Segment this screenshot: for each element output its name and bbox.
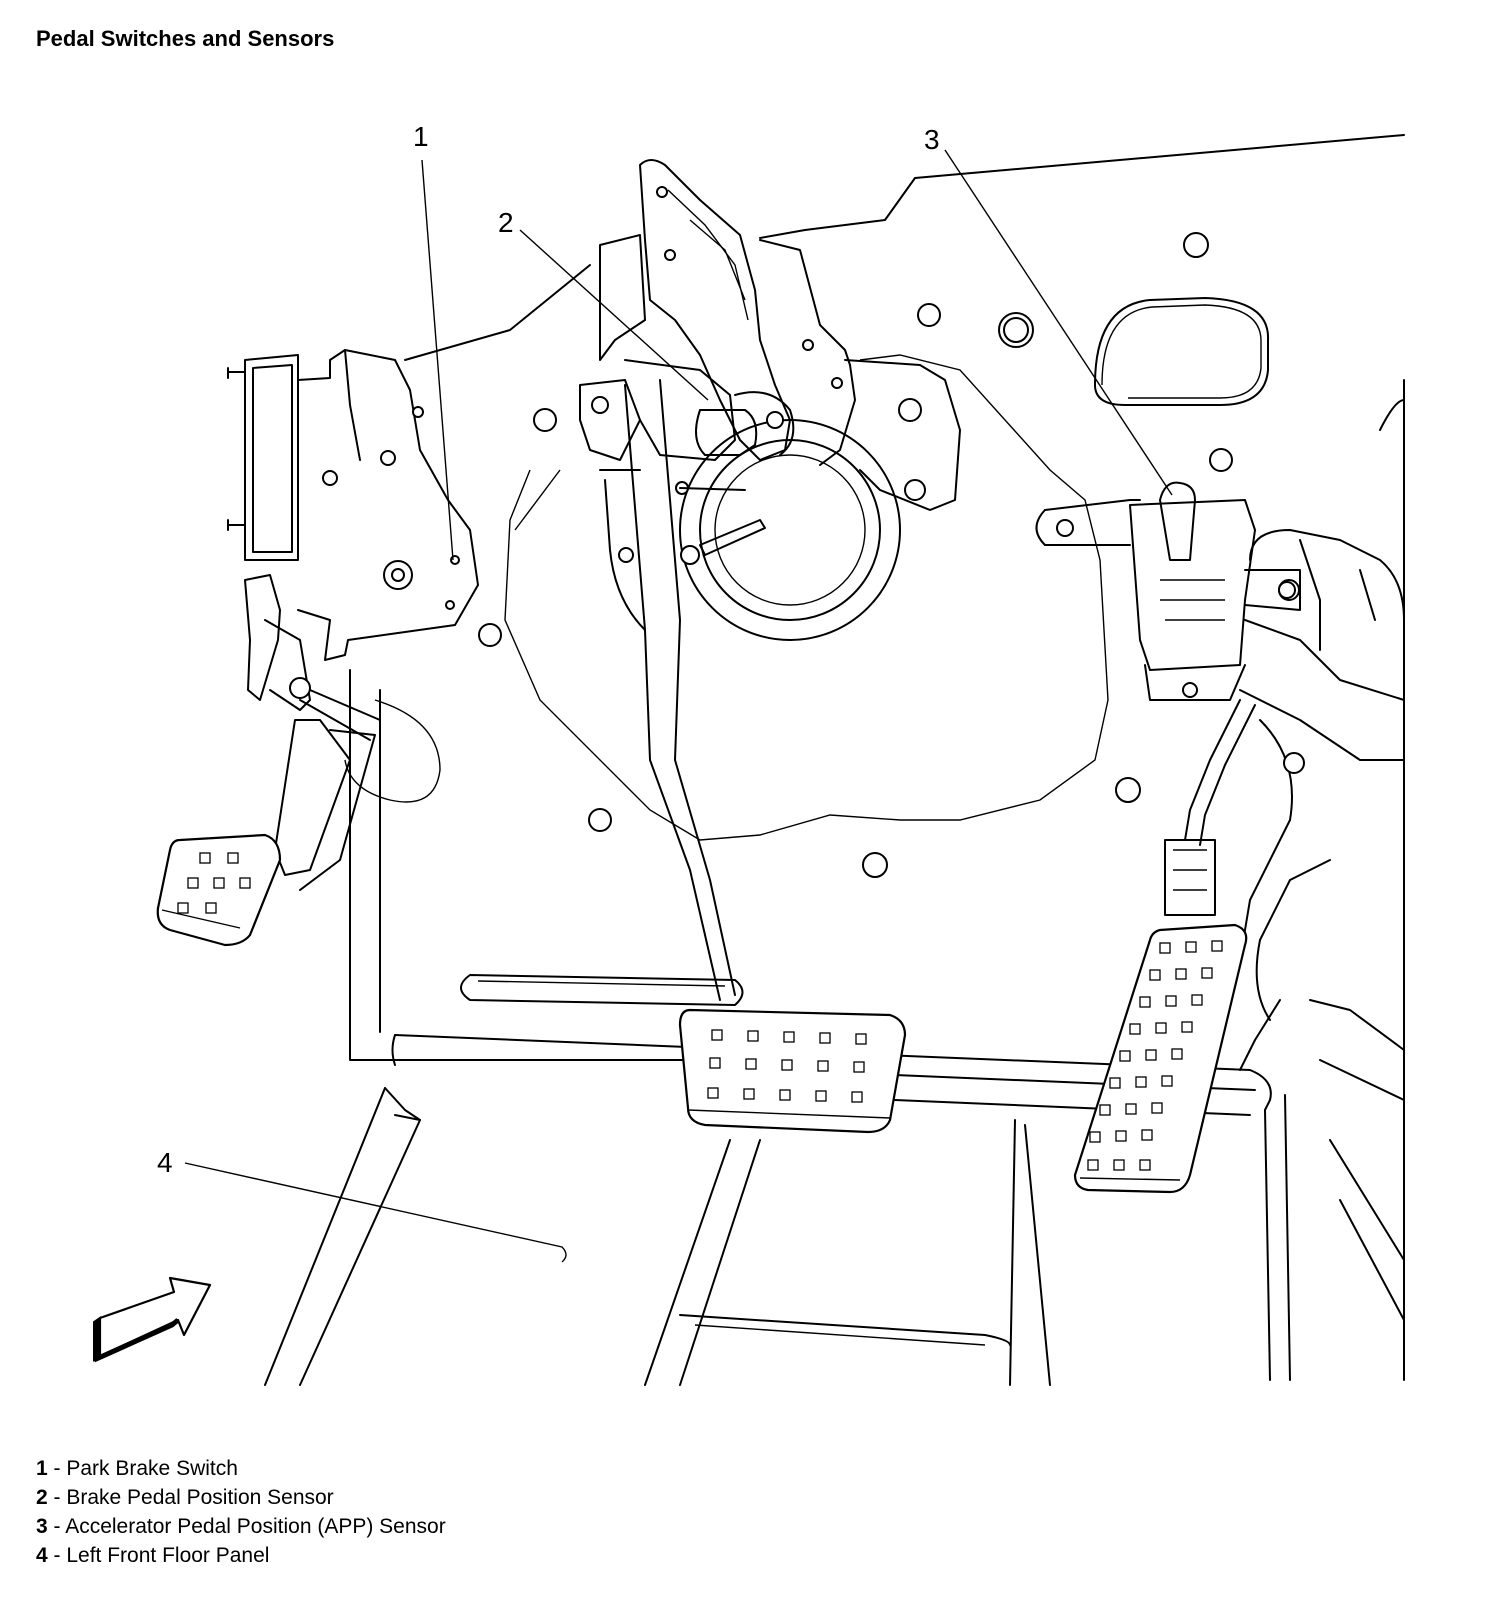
- legend-item-4: 4 - Left Front Floor Panel: [36, 1541, 446, 1570]
- legend-number: 2: [36, 1486, 48, 1509]
- legend-item-3: 3 - Accelerator Pedal Position (APP) Sen…: [36, 1512, 446, 1541]
- floor-frame: [264, 669, 1405, 1386]
- tunnel-structure: [1239, 399, 1405, 1021]
- legend-label: Park Brake Switch: [66, 1457, 238, 1480]
- legend-separator: -: [47, 1457, 67, 1480]
- forward-arrow-icon: [92, 1276, 212, 1363]
- legend-number: 4: [36, 1544, 48, 1567]
- legend-number: 1: [36, 1457, 48, 1480]
- brake-pedal-assembly: [579, 159, 961, 1134]
- legend-separator: -: [47, 1515, 66, 1538]
- callout-1: 1: [413, 121, 429, 152]
- leader-lines: [184, 149, 1173, 1263]
- brake-pad-texture: [707, 1029, 867, 1103]
- accelerator-pad-texture: [1087, 940, 1223, 1171]
- dash-panel: [404, 134, 1405, 1381]
- legend-separator: -: [47, 1544, 67, 1567]
- legend-item-2: 2 - Brake Pedal Position Sensor: [36, 1483, 446, 1512]
- page-title: Pedal Switches and Sensors: [36, 26, 335, 51]
- pedal-assembly-illustration: 1 2 3 4: [92, 121, 1405, 1386]
- legend-number: 3: [36, 1515, 48, 1538]
- legend-label: Left Front Floor Panel: [66, 1544, 270, 1567]
- park-brake-pad-texture: [177, 852, 251, 914]
- legend-item-1: 1 - Park Brake Switch: [36, 1454, 446, 1483]
- legend-separator: -: [47, 1486, 67, 1509]
- callout-2: 2: [498, 207, 514, 238]
- park-brake-assembly: [156, 349, 479, 947]
- accelerator-pedal-assembly: [1035, 481, 1301, 1194]
- legend: 1 - Park Brake Switch 2 - Brake Pedal Po…: [36, 1454, 446, 1570]
- callout-3: 3: [924, 124, 940, 155]
- legend-label: Brake Pedal Position Sensor: [66, 1486, 334, 1509]
- callout-4: 4: [157, 1147, 173, 1178]
- legend-label: Accelerator Pedal Position (APP) Sensor: [65, 1515, 446, 1538]
